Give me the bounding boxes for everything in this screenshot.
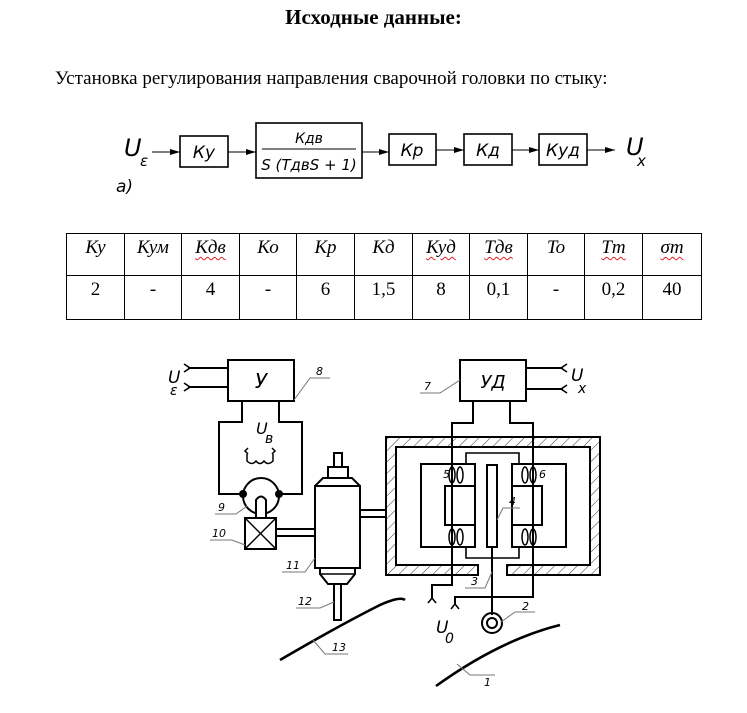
- bd-block-ky-label: Ку: [193, 143, 216, 163]
- parameters-table: Ку Кум Кдв Ко Кр Кд Куд Tдв To Tm σm 2 -…: [66, 233, 702, 320]
- header-cell: Куд: [412, 233, 470, 276]
- callout-12: 12: [298, 595, 312, 608]
- output-terminal-icon: [559, 384, 568, 394]
- bd-input-sub: ε: [140, 152, 148, 170]
- header-cell: σm: [642, 233, 702, 276]
- value-cell: 6: [296, 275, 355, 320]
- bd-block-motor-num: Кдв: [295, 131, 323, 147]
- value-cell: -: [124, 275, 182, 320]
- motor-voltage-label: U: [256, 419, 268, 438]
- bd-block-ky: [179, 135, 229, 168]
- probe-icon: [481, 612, 503, 634]
- page-title: Исходные данные:: [285, 5, 462, 29]
- amplifier-block: [227, 359, 295, 402]
- callout-3: 3: [471, 575, 478, 588]
- bd-block-kd: [463, 133, 513, 166]
- bd-block-motor-den: S (TдвS + 1): [261, 156, 357, 174]
- sch-output-sub: x: [577, 381, 587, 397]
- header-cell: Кдв: [181, 233, 240, 276]
- bd-block-kp-label: Кр: [401, 141, 424, 161]
- bd-block-kp: [388, 133, 437, 166]
- gearbox-icon: [244, 517, 277, 550]
- input-terminal-icon: [183, 363, 192, 373]
- sensor-core-right: [511, 463, 567, 548]
- supply-sub: 0: [445, 631, 454, 647]
- sensor-housing: [385, 436, 601, 576]
- section-subtitle: Установка регулирования направления свар…: [55, 68, 608, 89]
- value-cell: 0,1: [469, 275, 528, 320]
- bd-block-kud: [538, 133, 588, 166]
- header-cell: Tдв: [469, 233, 528, 276]
- bd-input-label: U: [124, 134, 142, 162]
- value-cell: 8: [412, 275, 470, 320]
- header-cell: Кр: [296, 233, 355, 276]
- value-cell: -: [239, 275, 297, 320]
- motor-icon: [242, 477, 280, 515]
- bd-block-kud-label: Куд: [546, 141, 580, 161]
- diff-amplifier-block: [459, 359, 527, 402]
- table-row: 2 - 4 - 6 1,5 8 0,1 - 0,2 40: [66, 275, 702, 320]
- callout-9: 9: [218, 501, 225, 514]
- header-cell: Ку: [66, 233, 125, 276]
- callout-10: 10: [212, 527, 226, 540]
- bd-output-label: U: [626, 133, 644, 161]
- supply-label: U: [436, 618, 449, 638]
- sch-input-label: U: [168, 368, 181, 388]
- callout-11: 11: [286, 559, 300, 572]
- workpiece-1: [435, 623, 561, 688]
- motor-voltage-sub: в: [265, 431, 273, 447]
- table-header-row: Ку Кум Кдв Ко Кр Кд Куд Tдв To Tm σm: [66, 233, 702, 276]
- header-cell: To: [527, 233, 585, 276]
- callout-2: 2: [522, 600, 529, 613]
- input-terminal-icon: [183, 382, 192, 392]
- bd-block-motor: [255, 122, 363, 179]
- header-cell: Кум: [124, 233, 182, 276]
- header-cell: Tm: [584, 233, 643, 276]
- callout-7: 7: [424, 380, 431, 393]
- supply-terminal-icon: [427, 596, 437, 604]
- value-cell: 40: [642, 275, 702, 320]
- amplifier-label: У: [255, 369, 269, 393]
- sch-input-sub: ε: [170, 383, 178, 399]
- callout-13: 13: [332, 641, 346, 654]
- diff-amplifier-label: УД: [480, 372, 505, 393]
- bd-output-sub: x: [636, 152, 646, 170]
- workpiece-13: [279, 597, 406, 662]
- electrode: [333, 583, 342, 621]
- sch-output-label: U: [571, 366, 584, 386]
- output-terminal-icon: [559, 363, 568, 373]
- callout-5: 5: [443, 468, 450, 481]
- supply-terminal-icon: [450, 602, 460, 610]
- value-cell: -: [527, 275, 585, 320]
- callout-4: 4: [509, 495, 516, 508]
- header-cell: Кд: [354, 233, 413, 276]
- value-cell: 2: [66, 275, 125, 320]
- bd-block-kd-label: Кд: [476, 141, 500, 161]
- callout-1: 1: [484, 676, 491, 689]
- callout-8: 8: [316, 365, 323, 378]
- value-cell: 0,2: [584, 275, 643, 320]
- welding-head: [314, 485, 361, 569]
- value-cell: 4: [181, 275, 240, 320]
- bd-figure-label: а): [116, 177, 133, 197]
- excitation-winding-icon: [243, 447, 277, 465]
- header-cell: Ко: [239, 233, 297, 276]
- armature: [486, 464, 498, 548]
- callout-6: 6: [539, 468, 546, 481]
- value-cell: 1,5: [354, 275, 413, 320]
- sensor-core-left: [420, 463, 476, 548]
